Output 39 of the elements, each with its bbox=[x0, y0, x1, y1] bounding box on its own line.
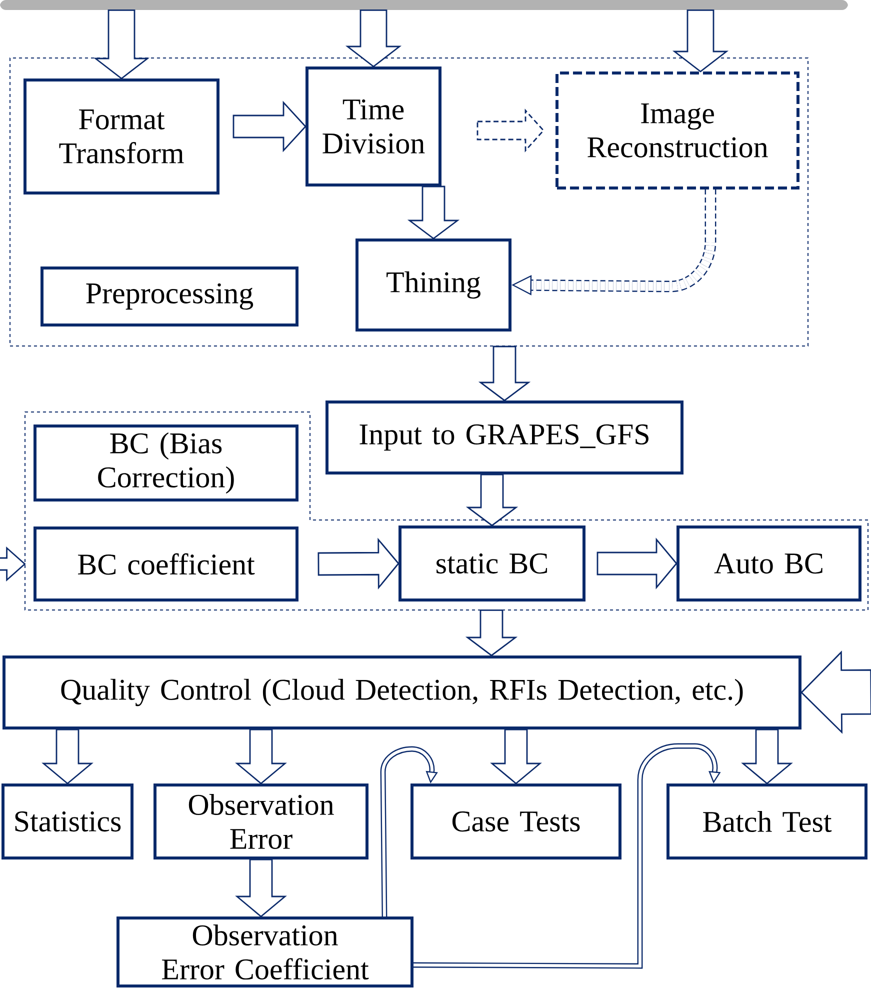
dashed-frame bbox=[10, 58, 808, 346]
process-box: Batch Test bbox=[666, 784, 868, 860]
block-arrow bbox=[0, 546, 26, 582]
block-arrow bbox=[42, 728, 94, 784]
header-bar bbox=[0, 0, 848, 10]
process-box: Image Reconstruction bbox=[556, 72, 800, 190]
process-box: Observation Error Coefficient bbox=[116, 916, 414, 988]
block-arrow bbox=[741, 728, 793, 784]
block-arrow bbox=[672, 10, 729, 72]
process-box: Time Division bbox=[306, 66, 442, 186]
block-arrow bbox=[235, 858, 287, 918]
block-arrow bbox=[232, 100, 306, 152]
block-arrow bbox=[345, 10, 402, 68]
block-arrow bbox=[476, 108, 544, 152]
process-box: Input to GRAPES_GFS bbox=[326, 400, 684, 474]
process-box: Case Tests bbox=[410, 784, 622, 860]
process-box: Statistics bbox=[2, 784, 134, 860]
process-box: static BC bbox=[398, 526, 586, 602]
block-arrow bbox=[478, 346, 531, 402]
process-box: Auto BC bbox=[676, 526, 862, 602]
block-arrow bbox=[235, 728, 287, 784]
process-box: BC coefficient bbox=[34, 526, 298, 602]
block-arrow bbox=[465, 610, 518, 656]
double-line-arrow bbox=[413, 743, 721, 969]
block-arrow bbox=[93, 10, 150, 80]
block-arrow bbox=[596, 538, 678, 590]
process-box: Preprocessing bbox=[40, 266, 298, 326]
block-arrow bbox=[490, 728, 542, 784]
dashed-frame bbox=[24, 412, 868, 610]
process-box: Format Transform bbox=[24, 78, 220, 194]
process-box: Thining bbox=[356, 238, 512, 332]
double-line-arrow bbox=[380, 746, 438, 917]
process-box: Quality Control (Cloud Detection, RFIs Detection, etc.) bbox=[2, 656, 802, 730]
process-box: BC (Bias Correction) bbox=[34, 424, 298, 502]
block-arrow bbox=[407, 186, 460, 240]
block-arrow bbox=[318, 538, 400, 590]
process-box: Observation Error bbox=[154, 784, 368, 860]
block-arrow bbox=[800, 650, 871, 734]
block-arrow bbox=[466, 474, 518, 526]
